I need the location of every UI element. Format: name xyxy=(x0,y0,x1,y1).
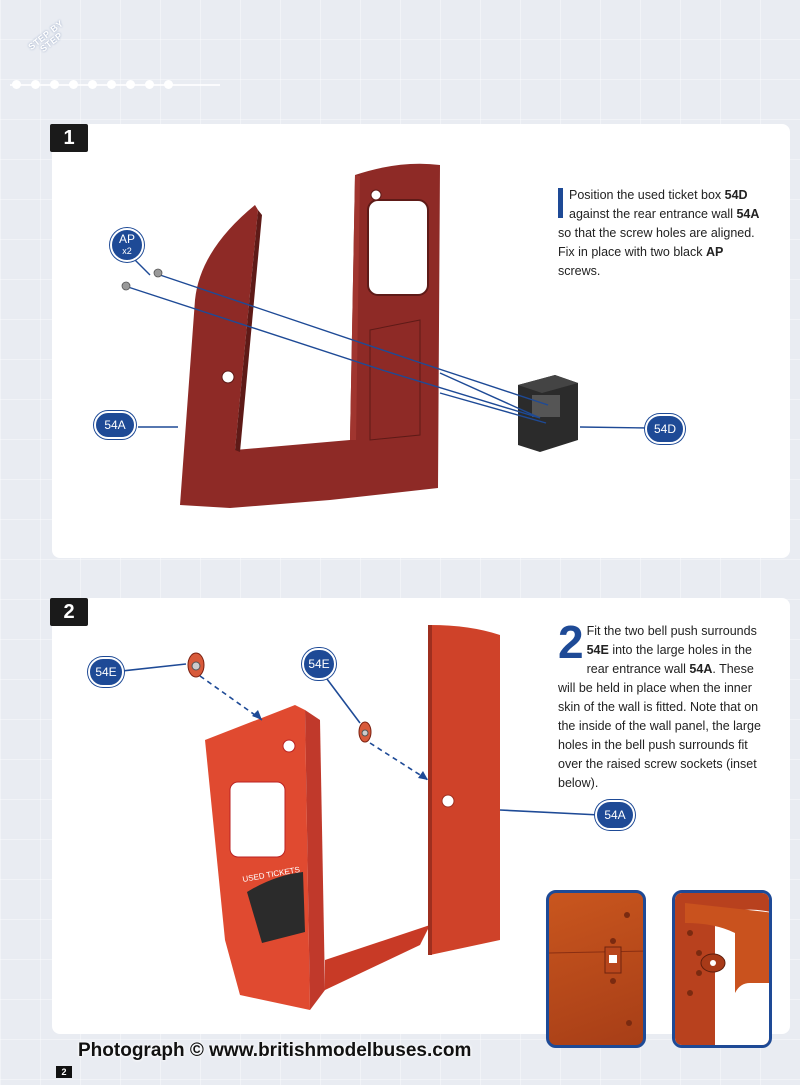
inset-photo-surround-fitted xyxy=(672,890,772,1048)
step2-number: 2 xyxy=(50,598,88,626)
step1-instructions: Position the used ticket box 54D against… xyxy=(558,188,760,278)
label-54a-step2: 54A xyxy=(595,800,635,830)
decorative-dots xyxy=(12,80,173,89)
inset2-drawing xyxy=(675,893,769,1045)
label-54e-left: 54E xyxy=(88,657,124,687)
step1-number: 1 xyxy=(50,124,88,152)
label-54a-step1: 54A xyxy=(94,411,136,439)
label-ap-screws: AP x2 xyxy=(110,228,144,262)
inset1-drawing xyxy=(549,912,643,1026)
page-number: 2 xyxy=(56,1066,72,1078)
inset-photo-socket-closeup xyxy=(546,890,646,1048)
step2-instructions: 2 Fit the two bell push surrounds 54E in… xyxy=(558,616,761,790)
label-54e-right: 54E xyxy=(302,648,336,680)
photo-credit: Photograph © www.britishmodelbuses.com xyxy=(78,1040,472,1061)
step2-drop-number: 2 xyxy=(558,616,584,668)
label-54d: 54D xyxy=(645,414,685,444)
step-by-step-badge: STEP BY STEP xyxy=(26,18,66,54)
